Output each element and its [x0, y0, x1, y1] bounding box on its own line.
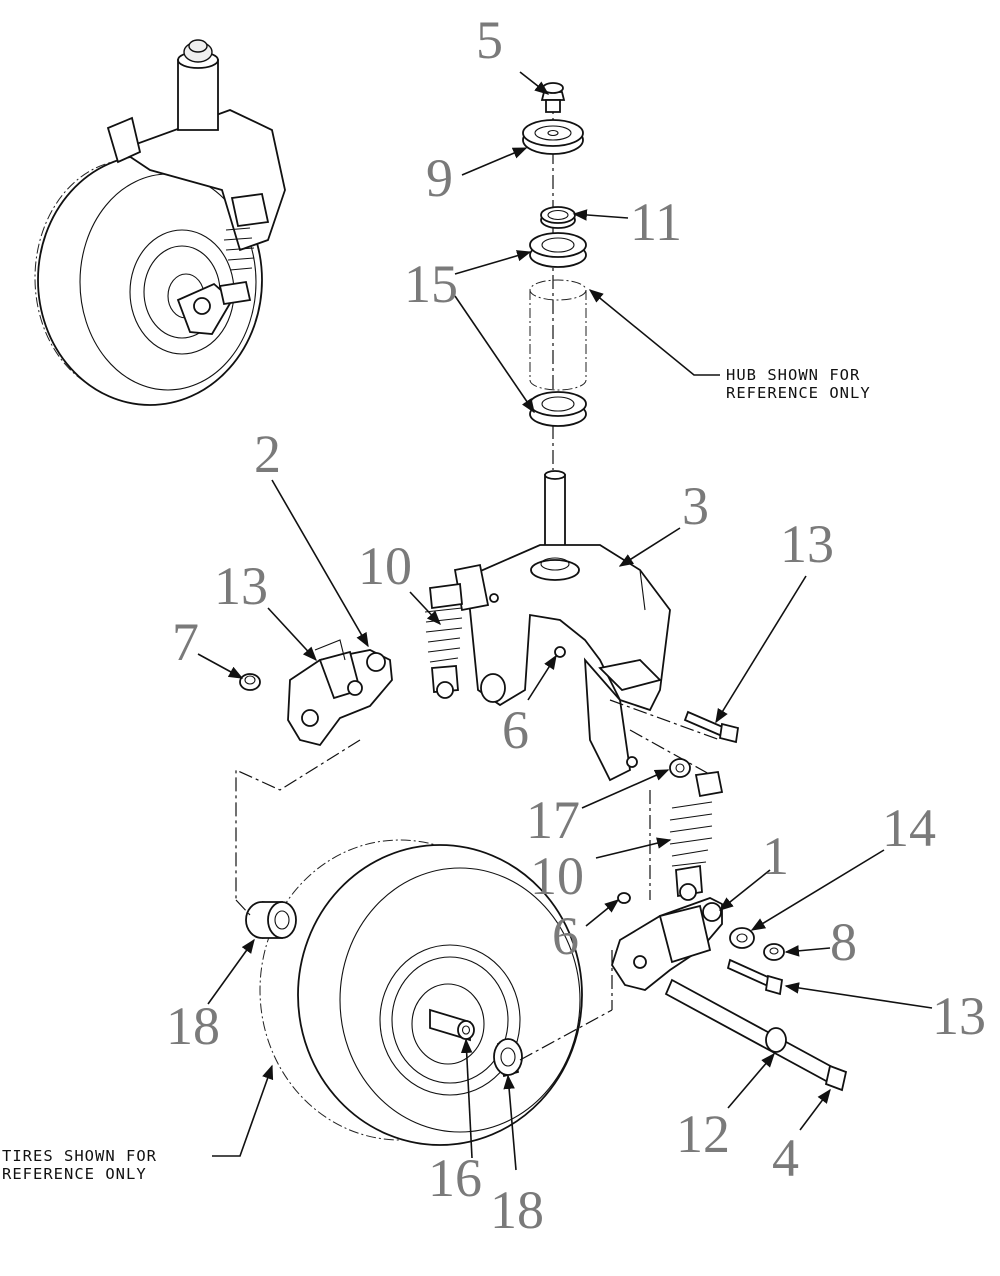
- arm-1: [611, 897, 723, 991]
- axle-bolt-4: [664, 978, 848, 1092]
- callout-10-upper: 10: [358, 536, 412, 596]
- spacer-17: [669, 758, 691, 778]
- bearing-15-lower: [529, 391, 587, 427]
- shock-10-lower: [669, 770, 724, 901]
- arm-2: [287, 639, 393, 747]
- callout-numbers: 5 9 11 15 2 3 10 13 13 7 6 17 10 1 14 6 …: [166, 10, 986, 1240]
- arm-2-axis: [235, 739, 361, 900]
- hub-note-line2: REFERENCE ONLY: [726, 384, 871, 402]
- spacer-18-left: [245, 901, 297, 939]
- hub-note-line1: HUB SHOWN FOR: [726, 366, 860, 384]
- hub-stack: [522, 82, 587, 470]
- callout-4: 4: [772, 1128, 799, 1188]
- callout-11: 11: [630, 192, 682, 252]
- nut-6-lower: [617, 892, 631, 904]
- axle-centerline: [235, 899, 613, 1061]
- leader-lines: [197, 71, 933, 1171]
- shock-10-upper: [424, 582, 463, 699]
- callout-13-left: 13: [214, 556, 268, 616]
- callout-14: 14: [882, 798, 936, 858]
- nut-8: [763, 943, 785, 961]
- bolt-13-lower: [726, 958, 784, 996]
- reference-notes: HUB SHOWN FOR REFERENCE ONLY TIRES SHOWN…: [2, 366, 871, 1183]
- bearing-15-upper: [529, 232, 587, 268]
- callout-2: 2: [254, 424, 281, 484]
- callout-1: 1: [762, 826, 789, 886]
- callout-6-lower: 6: [552, 906, 579, 966]
- callout-9: 9: [426, 148, 453, 208]
- callout-15: 15: [404, 254, 458, 314]
- washer-14: [729, 927, 755, 949]
- bolt-5: [540, 82, 566, 113]
- callout-16: 16: [428, 1148, 482, 1208]
- callout-18-right: 18: [490, 1180, 544, 1240]
- hub-reference: [529, 279, 587, 391]
- callout-13-lower: 13: [932, 986, 986, 1046]
- callout-6-upper: 6: [502, 700, 529, 760]
- spacer-18-right: [493, 1038, 523, 1078]
- callout-3: 3: [682, 476, 709, 536]
- assembled-caster-view: [34, 39, 286, 406]
- nut-7: [239, 673, 261, 691]
- callout-7: 7: [172, 612, 199, 672]
- callout-8: 8: [830, 912, 857, 972]
- spacer-12: [765, 1027, 787, 1053]
- callout-10-lower: 10: [530, 846, 584, 906]
- seal-11: [540, 206, 576, 229]
- callout-5: 5: [476, 10, 503, 70]
- washer-9: [522, 119, 584, 155]
- callout-13-upper-right: 13: [780, 514, 834, 574]
- callout-17: 17: [526, 790, 580, 850]
- callout-18-left: 18: [166, 996, 220, 1056]
- tires-note-line2: REFERENCE ONLY: [2, 1165, 147, 1183]
- bolt-13-upper: [609, 699, 740, 744]
- callout-12: 12: [676, 1104, 730, 1164]
- tires-note-line1: TIRES SHOWN FOR: [2, 1147, 157, 1165]
